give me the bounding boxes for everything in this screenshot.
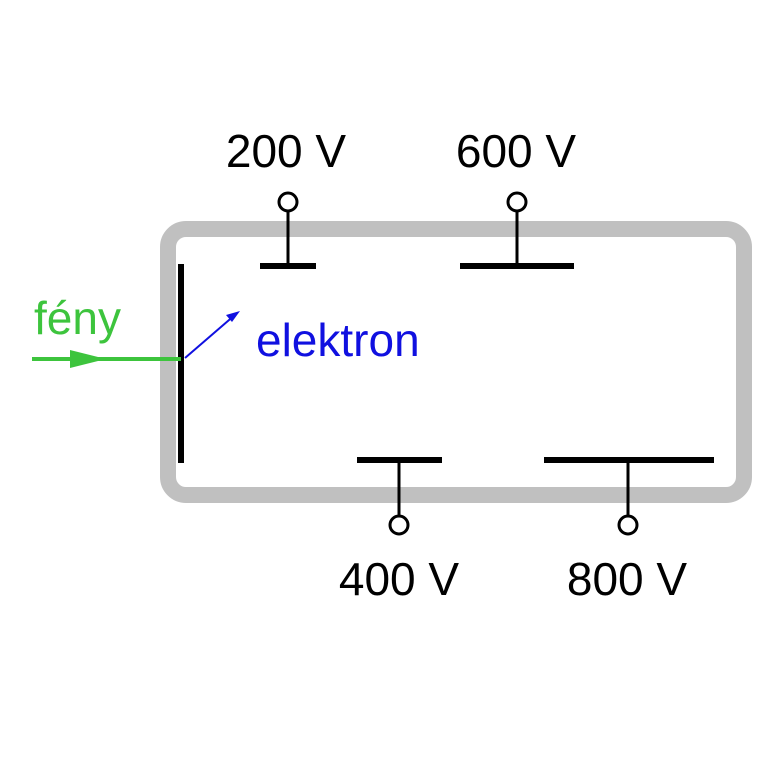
light-arrowhead-icon: [70, 350, 106, 368]
electron-arrowhead-icon: [226, 311, 240, 322]
terminal-icon: [617, 514, 639, 536]
electrode-400v: 400 V: [339, 457, 460, 605]
terminal-icon: [388, 514, 410, 536]
electron-arrow-line: [184, 313, 237, 359]
light-label: fény: [34, 292, 121, 344]
light-ray: fény: [32, 292, 181, 368]
terminal-icon: [277, 191, 299, 213]
terminal-icon: [506, 191, 528, 213]
voltage-label: 400 V: [339, 553, 460, 605]
electron-path: elektron: [184, 311, 420, 366]
tube-outline: [160, 221, 752, 503]
electrode-600v: 600 V: [456, 125, 577, 269]
electron-label: elektron: [256, 314, 420, 366]
voltage-label: 800 V: [567, 553, 688, 605]
electrode-200v: 200 V: [226, 125, 347, 269]
electrode-800v: 800 V: [544, 457, 714, 605]
voltage-label: 200 V: [226, 125, 347, 177]
voltage-label: 600 V: [456, 125, 577, 177]
